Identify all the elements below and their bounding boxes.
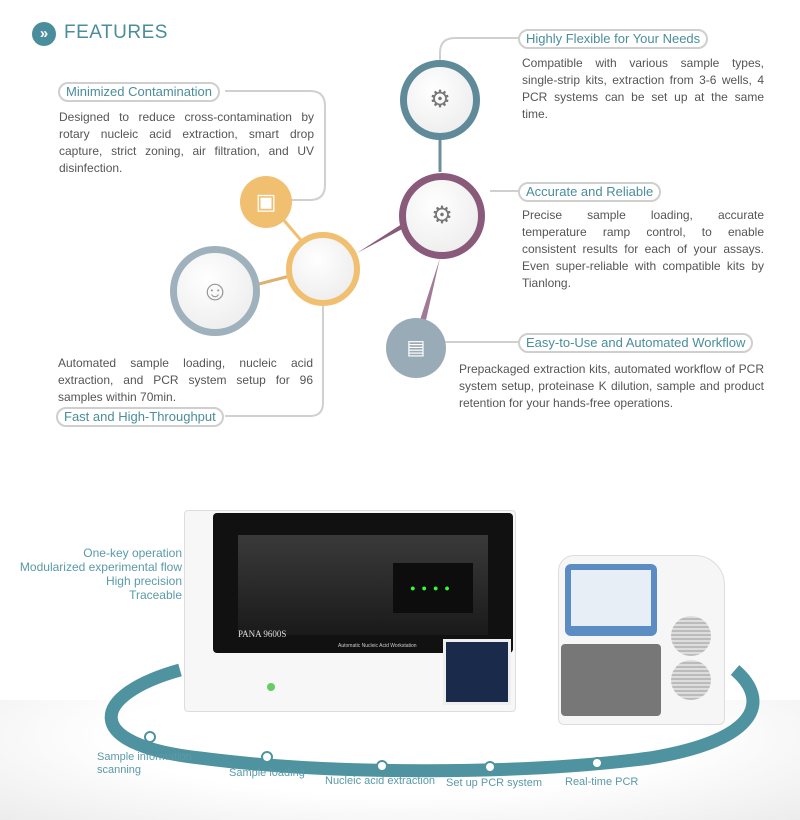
step-label: Sample information scanning: [97, 751, 192, 776]
pcr-lid: [561, 644, 661, 716]
step-dot: [376, 760, 388, 772]
step-dot: [144, 731, 156, 743]
feature-desc-highly-flexible: Compatible with various sample types, si…: [522, 56, 764, 121]
highlight-traceable: Traceable: [129, 588, 182, 602]
step-label: Nucleic acid extraction: [325, 775, 436, 787]
feature-title-easy-to-use: Easy-to-Use and Automated Workflow: [518, 333, 754, 353]
page-title: FEATURES: [64, 22, 168, 43]
step-dot: [591, 757, 603, 769]
pcr-screen[interactable]: [565, 564, 657, 636]
nucleic-acid-workstation: ●●●● PANA 9600S Automatic Nucleic Acid W…: [184, 510, 516, 712]
highlight-one-key: One-key operation: [83, 546, 182, 560]
feature-desc-minimized-contamination: Designed to reduce cross-contamination b…: [59, 110, 314, 175]
feature-title-highly-flexible: Highly Flexible for Your Needs: [518, 29, 709, 49]
feature-desc-fast-throughput: Automated sample loading, nucleic acid e…: [58, 356, 313, 404]
operator-icon: ☺: [170, 246, 260, 336]
real-time-pcr-instrument: [558, 555, 725, 725]
robot-arm-icon: ⚙: [400, 60, 480, 140]
center-hub-circle: [286, 232, 360, 306]
step-dot: [261, 751, 273, 763]
feature-title-accurate-reliable: Accurate and Reliable: [518, 182, 662, 202]
power-button[interactable]: [267, 683, 275, 691]
workstation-subtitle: Automatic Nucleic Acid Workstation: [338, 643, 417, 649]
vent-icon: [671, 616, 711, 656]
vent-icon: [671, 660, 711, 700]
step-dot: [484, 761, 496, 773]
automation-arm-icon: ⚙: [399, 173, 485, 259]
feature-title-fast-throughput: Fast and High-Throughput: [56, 407, 224, 427]
workflow-icon: ▤: [386, 318, 446, 378]
feature-title-minimized-contamination: Minimized Contamination: [58, 82, 220, 102]
workstation-window: ●●●● PANA 9600S Automatic Nucleic Acid W…: [213, 513, 513, 653]
contamination-cabinet-icon: ▣: [240, 176, 292, 228]
connector-lines: [225, 37, 520, 417]
feature-desc-accurate-reliable: Precise sample loading, accurate tempera…: [522, 208, 764, 290]
highlight-precision: High precision: [105, 574, 182, 588]
touch-screen[interactable]: [443, 639, 511, 705]
feature-desc-easy-to-use: Prepackaged extraction kits, automated w…: [459, 362, 764, 410]
highlight-modularized: Modularized experimental flow: [19, 560, 182, 574]
model-label: PANA 9600S: [238, 629, 287, 639]
step-label: Real-time PCR: [565, 776, 639, 788]
step-label: Set up PCR system: [446, 777, 542, 789]
status-lights: ●●●●: [393, 563, 473, 613]
workflow-track: [104, 663, 760, 778]
double-chevron-right-icon: »: [32, 22, 56, 46]
step-label: Sample loading: [229, 767, 305, 779]
